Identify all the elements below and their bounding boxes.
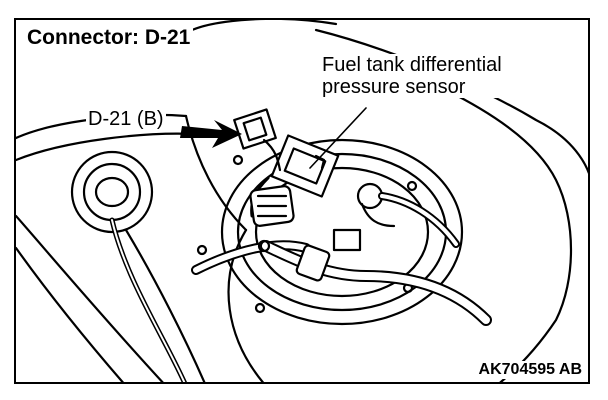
diagram-frame: Connector: D-21 Fuel tank differential p… [14,18,590,384]
sensor-callout: Fuel tank differential pressure sensor [320,54,504,98]
connector-callout: D-21 (B) [86,108,166,130]
figure-code: AK704595 AB [476,361,584,379]
sensor-callout-line-2: pressure sensor [322,76,466,98]
fuel-tank-illustration [16,20,588,382]
connector-title: Connector: D-21 [24,26,194,50]
sensor-callout-line-1: Fuel tank differential [322,54,502,76]
